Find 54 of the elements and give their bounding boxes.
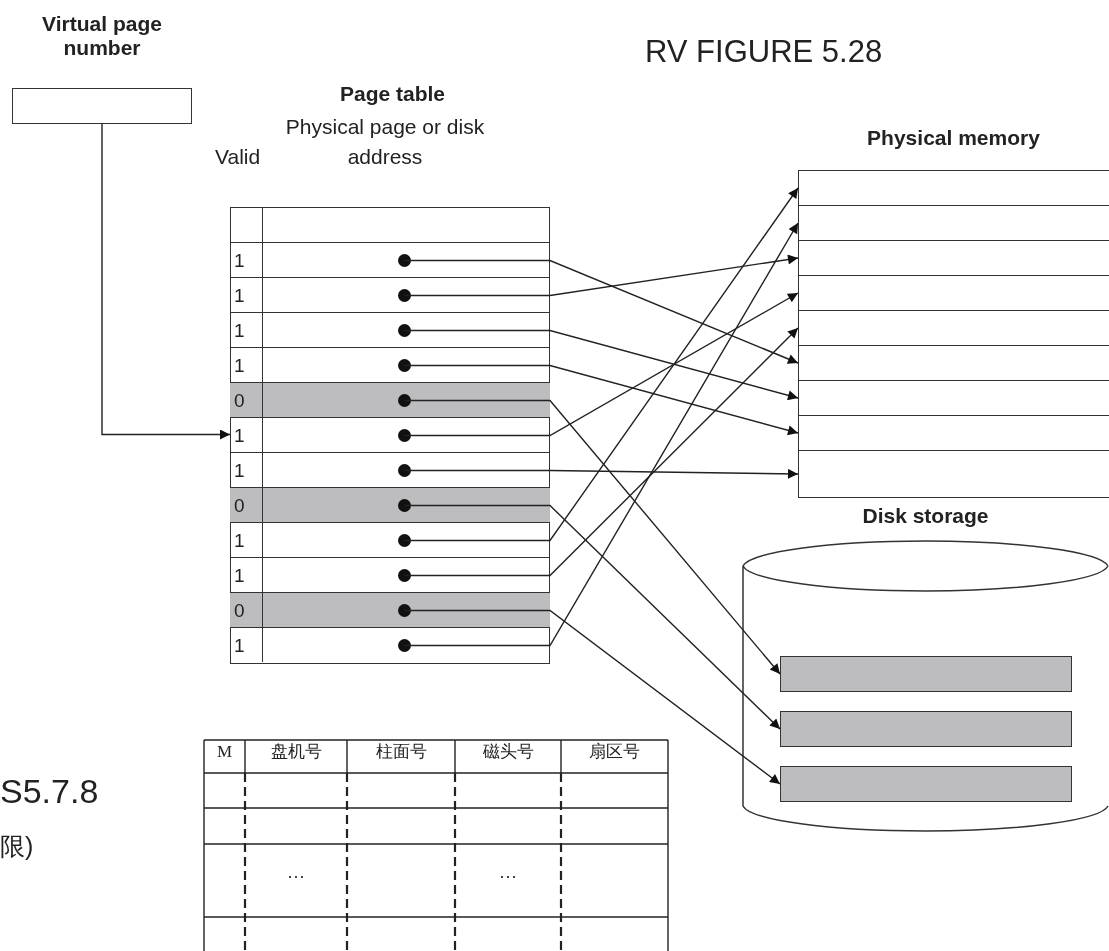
arrow <box>403 329 799 401</box>
memory-page <box>798 170 1109 206</box>
header-cell-text: 盘机号 <box>269 742 323 762</box>
field-label: Virtual page number <box>41 12 163 61</box>
arrow <box>403 254 799 297</box>
arrow <box>403 222 799 647</box>
ellipsis-cell-text: ··· <box>498 866 518 887</box>
table-row <box>230 522 550 557</box>
column-header: Physical page or disk address <box>285 114 485 170</box>
ellipsis-cell-text: ··· <box>286 866 306 887</box>
arrow <box>403 504 781 730</box>
disk-block <box>780 766 1072 802</box>
arrow <box>101 123 231 440</box>
valid-bit: 1 <box>234 250 245 272</box>
valid-bit: 0 <box>234 390 245 412</box>
figure-label: RV FIGURE 5.28 <box>645 34 883 70</box>
disk-block <box>780 656 1072 692</box>
valid-bit: 1 <box>234 530 245 552</box>
table-row <box>230 487 550 522</box>
table-row <box>230 417 550 452</box>
table-row <box>230 382 550 417</box>
section-number: S5.7.8 <box>0 772 99 812</box>
arrow <box>403 292 799 437</box>
table-row <box>230 592 550 627</box>
arrow <box>403 327 799 577</box>
header-cell-text: 磁头号 <box>481 742 535 762</box>
arrow <box>403 187 799 542</box>
valid-bit: 1 <box>234 635 245 657</box>
disk-block <box>780 711 1072 747</box>
memory-title: Physical memory <box>866 126 1041 151</box>
table-row <box>230 627 550 662</box>
arrow <box>403 468 799 479</box>
disk-title: Disk storage <box>861 504 990 529</box>
valid-bit: 1 <box>234 320 245 342</box>
column-header: Valid <box>215 145 261 170</box>
header-cell-text: 柱面号 <box>374 742 428 762</box>
arrow <box>403 364 799 436</box>
arrow <box>403 399 781 675</box>
valid-bit: 0 <box>234 600 245 622</box>
valid-bit: 1 <box>234 355 245 377</box>
valid-bit: 1 <box>234 425 245 447</box>
valid-bit: 0 <box>234 495 245 517</box>
valid-bit: 1 <box>234 460 245 482</box>
header-cell-text: 扇区号 <box>588 742 641 762</box>
valid-bit: 1 <box>234 565 245 587</box>
valid-bit: 1 <box>234 285 245 307</box>
arrow <box>403 609 781 785</box>
note-text: 限) <box>0 832 34 861</box>
arrow <box>403 259 799 364</box>
table-row <box>230 242 550 277</box>
header-cell-text: M <box>215 742 234 762</box>
table-row <box>230 312 550 347</box>
table-row <box>230 277 550 312</box>
memory-page <box>798 450 1109 498</box>
